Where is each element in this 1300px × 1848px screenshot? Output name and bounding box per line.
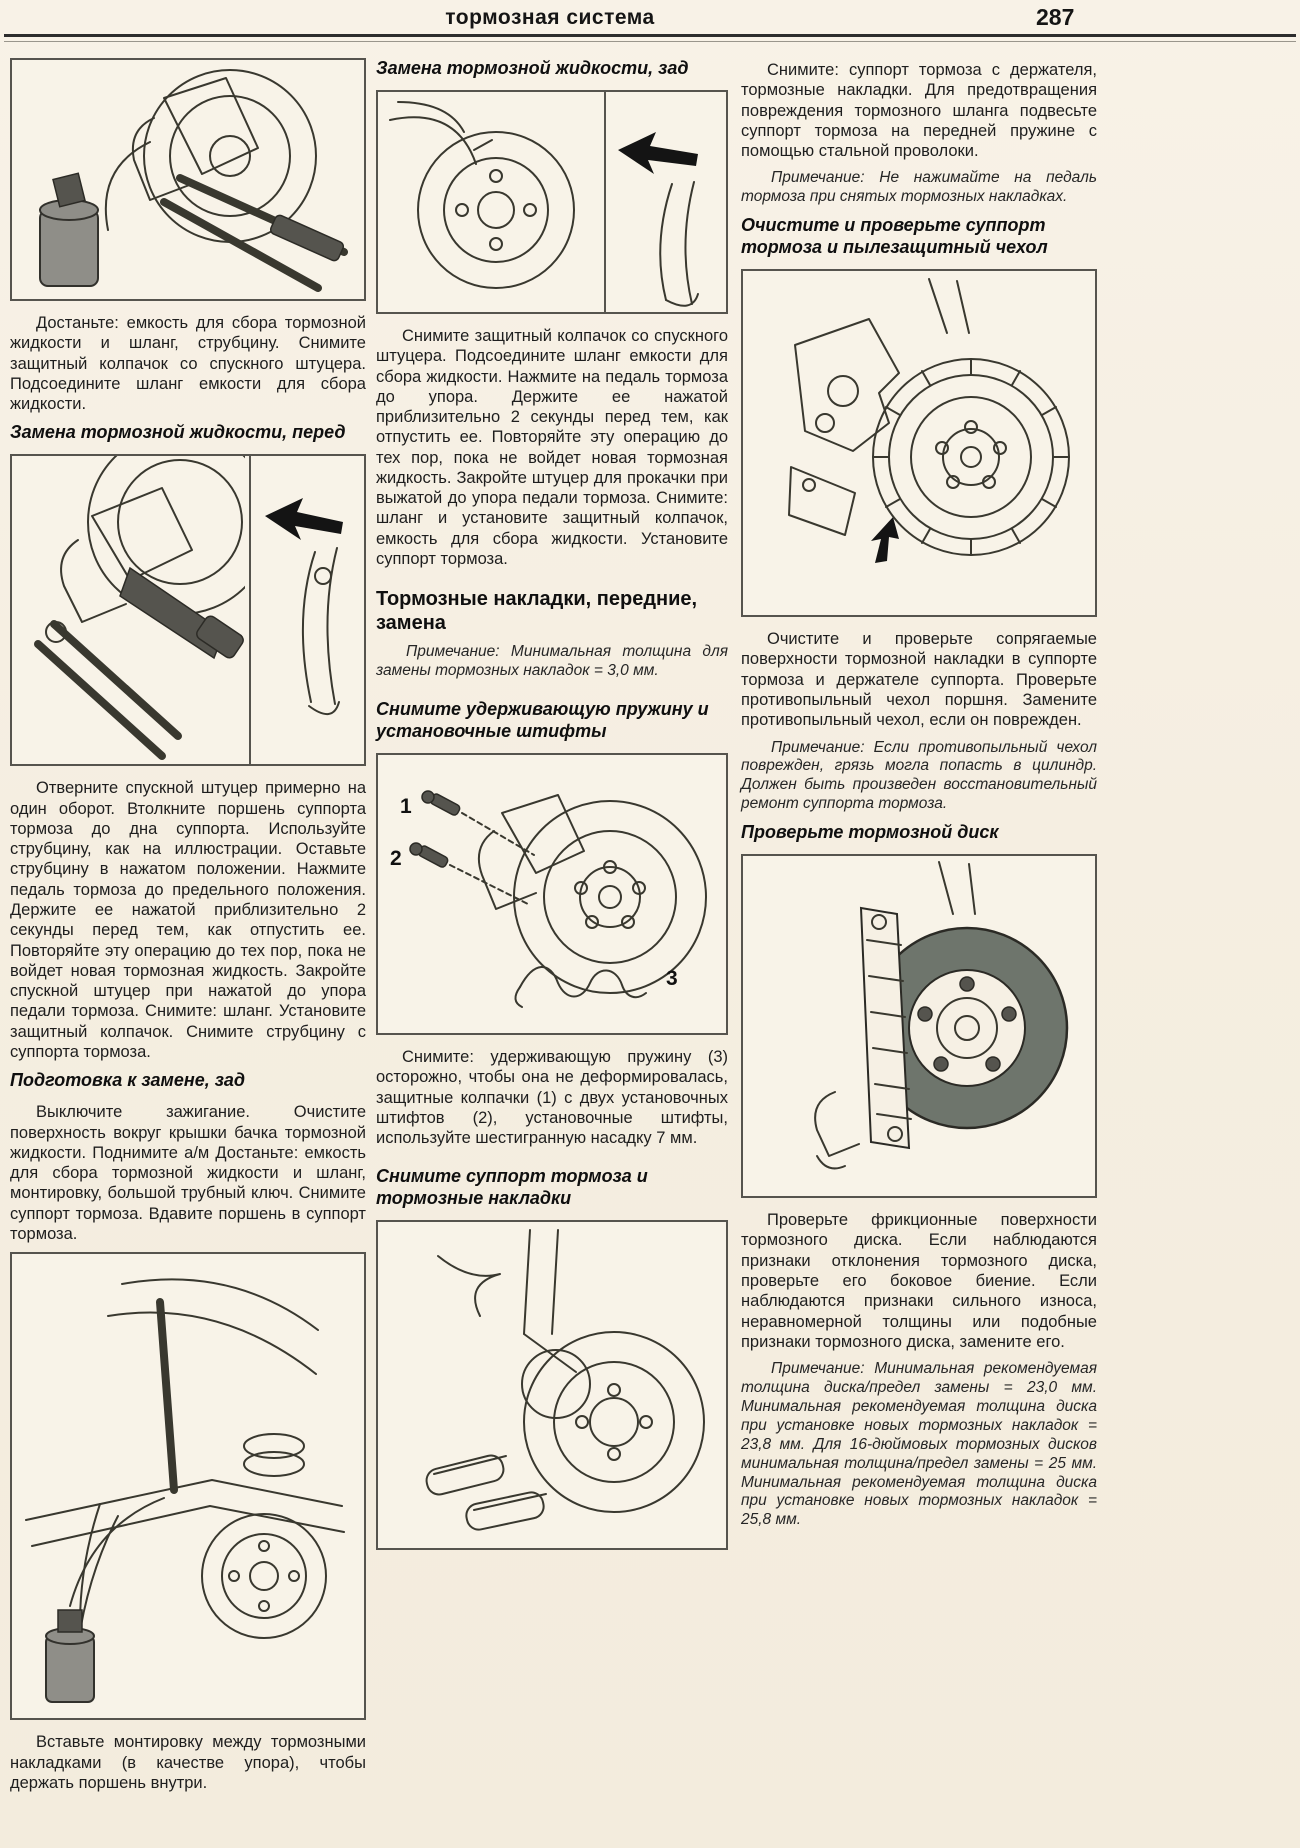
heading-remove-caliper-pads: Снимите суппорт тормоза и тормозные накл…	[376, 1166, 648, 1209]
page-number: 287	[1036, 4, 1075, 30]
heading-front-pads-replace: Тормозные накладки, передние, замена	[376, 588, 698, 635]
bleed-screw-arrow-illustration	[618, 131, 699, 307]
figure-front-bleed-clamp	[10, 58, 366, 301]
figure-label-1: 1	[400, 795, 412, 819]
right-note-no-pedal: Примечание: Не нажимайте на педаль тормо…	[741, 169, 1097, 206]
left-paragraph-collect-fluid: Достаньте: емкость для сбора тормозной ж…	[10, 314, 366, 414]
rear-hub-hose-illustration	[389, 100, 575, 289]
front-caliper-clamp-bottle-illustration	[39, 69, 348, 292]
heading-replace-fluid-rear: Замена тормозной жидкости, зад	[376, 58, 689, 78]
figure-panel-clamp	[12, 456, 249, 764]
middle-note-min-thickness: Примечание: Минимальная толщина для заме…	[376, 643, 728, 680]
figure-panel-bleed-nipple	[249, 456, 364, 765]
column-right: Снимите: суппорт тормоза с держателя, то…	[741, 58, 1097, 1538]
figure-strut-pads	[376, 1220, 728, 1551]
middle-paragraph-remove-spring: Снимите: удерживающую пружину (3) осторо…	[376, 1048, 728, 1148]
caliper-clamp-illustration	[34, 456, 245, 761]
figure-label-2: 2	[390, 847, 402, 871]
right-note-dust-boot: Примечание: Если противопыльный чехол по…	[741, 738, 1097, 813]
rear-axle-bottle-illustration	[25, 1278, 345, 1704]
strut-pads-illustration	[425, 1229, 705, 1531]
figure-label-3: 3	[666, 967, 678, 991]
figure-caliper-disc	[741, 269, 1097, 618]
middle-paragraph-rear-bleed: Снимите защитный колпачок со спускного ш…	[376, 326, 728, 569]
left-caption-pry-bar: Вставьте монтировку между тормозными нак…	[10, 1733, 366, 1792]
caliper-and-vented-disc-illustration	[788, 278, 1070, 564]
shaded-disc-carrier-illustration	[814, 861, 1069, 1170]
figure-disc-inspection	[741, 854, 1097, 1199]
figure-panel-bleed-screw	[604, 91, 726, 312]
right-paragraph-check-friction: Проверьте фрикционные поверхности тормоз…	[741, 1211, 1097, 1351]
heading-prepare-rear: Подготовка к замене, зад	[10, 1070, 246, 1091]
heading-replace-fluid-front: Замена тормозной жидкости, перед	[10, 422, 346, 443]
figure-front-bleed-steps	[10, 454, 366, 767]
right-note-disc-thickness: Примечание: Минимальная рекомендуемая то…	[741, 1360, 1097, 1529]
figure-rear-axle-bottle	[10, 1252, 366, 1721]
heading-check-disc: Проверьте тормозной диск	[741, 822, 999, 843]
column-middle: Замена тормозной жидкости, зад	[376, 58, 728, 1562]
page-title: тормозная система	[445, 6, 655, 29]
heading-remove-spring-pins: Снимите удерживающую пружину и установоч…	[376, 699, 709, 742]
heading-clean-check-caliper: Очистите и проверьте суппорт тормоза и п…	[741, 215, 1048, 258]
left-paragraph-prepare-rear: Выключите зажигание. Очистите поверхност…	[10, 1103, 366, 1243]
column-left: Достаньте: емкость для сбора тормозной ж…	[10, 58, 366, 1801]
header-rule	[4, 34, 1296, 42]
right-paragraph-clean-surfaces: Очистите и проверьте сопрягаемые поверхн…	[741, 630, 1097, 730]
hub-pins-spring-illustration	[409, 790, 707, 1009]
figure-spring-and-pins: 1 2 3	[376, 753, 728, 1036]
right-paragraph-remove-caliper: Снимите: суппорт тормоза с держателя, то…	[741, 61, 1097, 161]
figure-panel-rear-hub	[378, 92, 604, 312]
figure-rear-bleed	[376, 89, 728, 314]
bleed-nipple-arrow-illustration	[265, 498, 343, 716]
left-paragraph-bleed-procedure: Отверните спускной штуцер примерно на од…	[10, 779, 366, 1062]
